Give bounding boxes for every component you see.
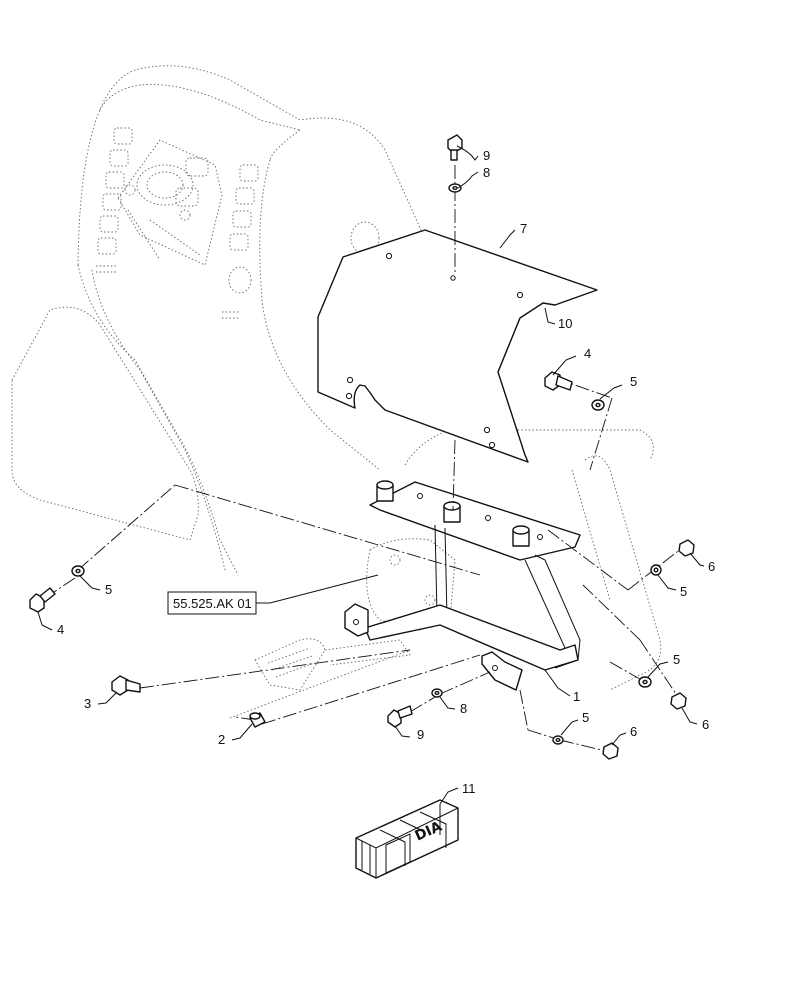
- nut-6-middle: [670, 692, 687, 710]
- callout-6-upper[interactable]: 6: [689, 552, 715, 574]
- reference-box[interactable]: 55.525.AK 01: [167, 574, 379, 615]
- washer-5-bottom: [552, 735, 564, 745]
- bolt-9-lower: [387, 705, 413, 728]
- callout-5-right-lower-label: 5: [673, 652, 680, 667]
- nut-6-bottom: [602, 742, 619, 760]
- callout-5-bottom-label: 5: [582, 710, 589, 725]
- ghost-button-column-right: [222, 164, 259, 319]
- washer-5-right-lower: [638, 676, 652, 688]
- callout-5-right-upper-label: 5: [630, 374, 637, 389]
- bolt-3: [111, 675, 141, 696]
- callout-7[interactable]: 7: [499, 221, 527, 249]
- callout-8-lower[interactable]: 8: [439, 696, 467, 716]
- callout-5-right-middle-label: 5: [680, 584, 687, 599]
- callout-8-top-label: 8: [483, 165, 490, 180]
- callout-5-right-lower[interactable]: 5: [647, 652, 680, 678]
- callout-9-lower[interactable]: 9: [394, 725, 424, 742]
- washer-5-right-upper: [591, 399, 605, 411]
- callout-5-right-upper[interactable]: 5: [599, 374, 637, 400]
- callout-11[interactable]: 11: [439, 781, 476, 805]
- callout-5-left-label: 5: [105, 582, 112, 597]
- ghost-console: [11, 65, 662, 719]
- callout-6-upper-label: 6: [708, 559, 715, 574]
- callout-3-label: 3: [84, 696, 91, 711]
- callout-6-middle[interactable]: 6: [681, 707, 709, 732]
- ghost-button-column-left: [96, 127, 133, 273]
- callout-2[interactable]: 2: [218, 723, 253, 747]
- nut-6-upper: [678, 539, 695, 557]
- callout-2-label: 2: [218, 732, 225, 747]
- ghost-pedal: [254, 638, 411, 691]
- callout-10[interactable]: 10: [544, 307, 572, 331]
- spacer-right: [512, 525, 530, 547]
- callout-9-lower-label: 9: [417, 727, 424, 742]
- callout-7-label: 7: [520, 221, 527, 236]
- kit-crate-icon: DIA: [355, 799, 459, 879]
- mounting-bracket: [344, 480, 581, 691]
- washer-8-lower: [431, 688, 443, 698]
- callout-9-top-label: 9: [483, 148, 490, 163]
- callout-4-right[interactable]: 4: [552, 346, 591, 376]
- bushing-2: [249, 712, 266, 728]
- callout-5-bottom[interactable]: 5: [560, 710, 589, 736]
- callout-4-left-label: 4: [57, 622, 64, 637]
- bolt-4-left: [29, 587, 56, 613]
- callout-6-middle-label: 6: [702, 717, 709, 732]
- cover-plate: [317, 229, 598, 463]
- callout-1[interactable]: 1: [544, 669, 580, 704]
- callout-10-label: 10: [558, 316, 572, 331]
- washer-5-right-middle: [650, 564, 662, 576]
- spacer-left: [376, 480, 394, 502]
- callout-6-bottom[interactable]: 6: [611, 724, 637, 746]
- callout-3[interactable]: 3: [84, 692, 117, 711]
- callout-11-label: 11: [462, 781, 476, 796]
- callout-1-label: 1: [573, 689, 580, 704]
- washer-5-left: [71, 565, 85, 577]
- callout-8-lower-label: 8: [460, 701, 467, 716]
- callout-4-left[interactable]: 4: [37, 611, 64, 637]
- callout-4-right-label: 4: [584, 346, 591, 361]
- callout-6-bottom-label: 6: [630, 724, 637, 739]
- bolt-4-right: [544, 371, 573, 391]
- spacer-middle: [443, 501, 461, 523]
- callout-8-top[interactable]: 8: [457, 165, 490, 189]
- callout-5-right-middle[interactable]: 5: [657, 574, 687, 599]
- callouts: 9 8 7 10 4 5 5 4: [37, 145, 715, 805]
- ghost-joystick-plate: [117, 139, 223, 266]
- washer-8-top: [448, 183, 462, 193]
- reference-label[interactable]: 55.525.AK 01: [173, 596, 252, 611]
- callout-9-top[interactable]: 9: [456, 145, 490, 163]
- callout-5-left[interactable]: 5: [79, 575, 112, 597]
